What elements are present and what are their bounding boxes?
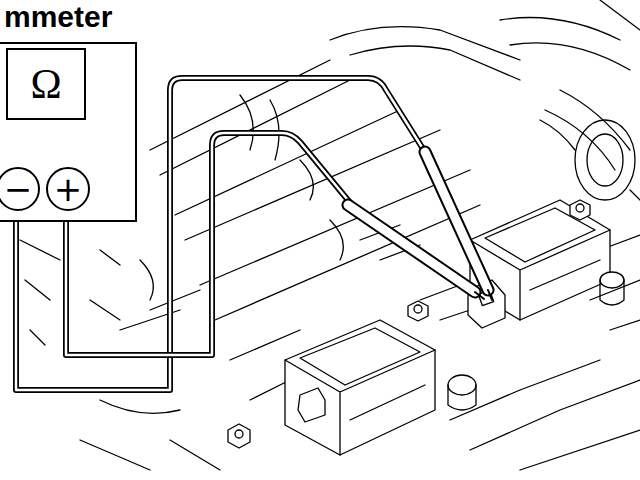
meter-display: Ω (6, 48, 86, 120)
meter-heading: mmeter (4, 2, 112, 32)
terminal-circle: + (46, 167, 90, 211)
terminal-sign: − (4, 172, 33, 206)
terminal-circle: − (0, 167, 40, 211)
ohm-symbol: Ω (30, 63, 61, 105)
terminal-sign: + (54, 172, 83, 206)
ohmmeter-body: mmeterΩ−+ (0, 42, 137, 222)
